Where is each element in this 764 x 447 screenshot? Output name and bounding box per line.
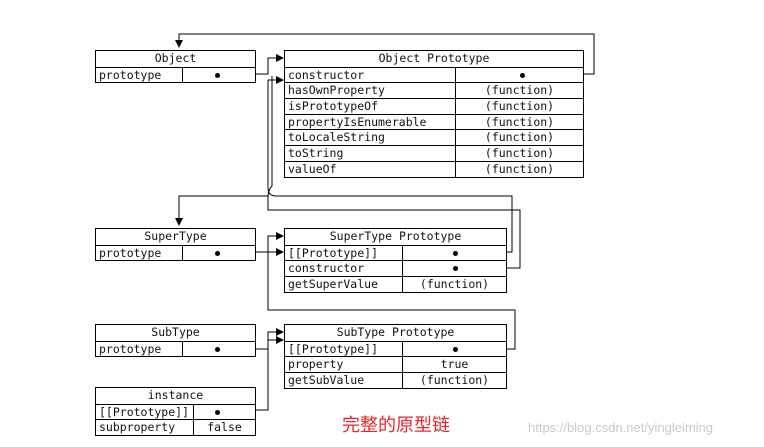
supertype-title: SuperType — [144, 229, 207, 243]
supertype-prototype-row-key: [[Prototype]] — [288, 245, 379, 260]
supertype-constructor-link — [179, 76, 521, 269]
object-prototype-title: Object Prototype — [378, 51, 490, 65]
supertype-prototype-row-key: getSuperValue — [288, 277, 379, 292]
supertype-prototype-row-value — [402, 261, 506, 277]
instance-row-value — [193, 404, 255, 420]
subtype-prototype-title: SubType Prototype — [336, 325, 455, 339]
supertype-row-prototype: prototype — [96, 244, 255, 261]
instance-row-key: subproperty — [99, 420, 176, 435]
instance-row-key: [[Prototype]] — [99, 404, 190, 419]
object-prototype-row-key: hasOwnProperty — [288, 83, 385, 98]
subtype-prototype-row: property true — [285, 356, 506, 373]
instance-row: [[Prototype]] — [96, 403, 255, 420]
object-prototype-row-value: (function) — [455, 99, 583, 114]
subtype-box: SubType prototype — [95, 324, 256, 358]
instance-box: instance [[Prototype]] subproperty false — [95, 387, 256, 437]
object-box: Object prototype — [95, 50, 256, 84]
object-prototype-row-key: toString — [288, 146, 344, 161]
subtype-prototype-box: SubType Prototype [[Prototype]] property… — [284, 324, 507, 389]
watermark: https://blog.csdn.net/yingleiming — [528, 420, 713, 435]
object-row-key: prototype — [99, 67, 162, 82]
object-prototype-row-key: propertyIsEnumerable — [288, 114, 427, 129]
supertype-row-value — [182, 245, 255, 261]
diagram-caption: 完整的原型链 — [342, 415, 450, 436]
object-prototype-row-value — [455, 67, 583, 83]
object-prototype-row-value: (function) — [455, 146, 583, 161]
subtype-prototype-row-value: (function) — [402, 373, 506, 388]
object-row-prototype: prototype — [96, 66, 255, 83]
subtype-prototype-row-key: property — [288, 357, 344, 372]
object-prototype-row-key: isPrototypeOf — [288, 99, 379, 114]
subtype-row-value — [182, 341, 255, 357]
subtype-prototype-row-value — [402, 341, 506, 357]
supertype-prototype-box: SuperType Prototype [[Prototype]] constr… — [284, 228, 507, 293]
subtype-prototype-row: getSubValue (function) — [285, 372, 506, 388]
object-prototype-row-key: valueOf — [288, 161, 337, 176]
object-row-value — [182, 67, 255, 83]
object-prototype-row: valueOf (function) — [285, 160, 583, 177]
subtype-prototype-row: [[Prototype]] — [285, 340, 506, 357]
object-prototype-row-value: (function) — [455, 161, 583, 177]
object-prototype-row: constructor — [285, 66, 583, 83]
supertype-prototype-row-key: constructor — [288, 261, 365, 276]
supertype-prototype-row-value: (function) — [402, 277, 506, 292]
subtype-prototype-row-key: getSubValue — [288, 373, 365, 388]
object-prototype-row: toLocaleString (function) — [285, 129, 583, 146]
supertype-prototype-row-value — [402, 245, 506, 261]
instance-row: subproperty false — [96, 419, 255, 436]
object-prototype-row-value: (function) — [455, 130, 583, 146]
object-prototype-row-value: (function) — [455, 83, 583, 99]
object-prototype-row: hasOwnProperty (function) — [285, 82, 583, 99]
supertype-box: SuperType prototype — [95, 228, 256, 262]
supertype-row-key: prototype — [99, 245, 162, 260]
subtype-prototype-row-key: [[Prototype]] — [288, 341, 379, 356]
supertype-proto-link — [267, 76, 513, 253]
subtype-row-prototype: prototype — [96, 340, 255, 357]
supertype-prototype-row: constructor — [285, 260, 506, 277]
subtype-title: SubType — [151, 325, 200, 339]
subtype-prototype-row-value: true — [402, 357, 506, 373]
object-prototype-row: propertyIsEnumerable (function) — [285, 113, 583, 130]
subtype-row-key: prototype — [99, 341, 162, 356]
object-prototype-row: isPrototypeOf (function) — [285, 98, 583, 114]
supertype-prototype-title: SuperType Prototype — [329, 229, 462, 243]
object-title: Object — [154, 51, 197, 65]
object-prototype-row-value: (function) — [455, 114, 583, 130]
supertype-prototype-row: [[Prototype]] — [285, 244, 506, 261]
instance-row-value: false — [193, 420, 255, 436]
object-prototype-row-key: constructor — [288, 67, 365, 82]
instance-title: instance — [147, 388, 204, 402]
object-prototype-row-key: toLocaleString — [288, 130, 385, 145]
object-prototype-row: toString (function) — [285, 145, 583, 161]
supertype-prototype-row: getSuperValue (function) — [285, 276, 506, 292]
object-prototype-box: Object Prototype constructor hasOwnPrope… — [284, 50, 584, 178]
